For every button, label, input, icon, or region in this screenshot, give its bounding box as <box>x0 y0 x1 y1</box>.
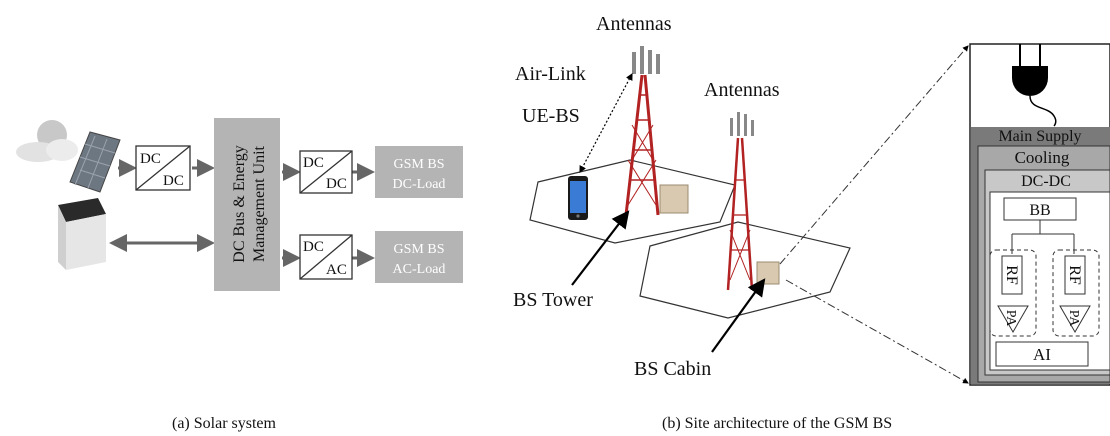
gsm-bs-ac-load: GSM BS AC-Load <box>375 231 463 283</box>
antennas-label-1: Antennas <box>596 13 672 35</box>
rf-pa-group-right <box>1052 249 1100 337</box>
converter-output-label: DC <box>163 173 184 189</box>
pa-right-label: PA <box>1066 310 1081 328</box>
dc-load-label-line1: GSM BS <box>394 157 445 172</box>
converter-ac-input-label: DC <box>303 239 324 255</box>
converter-ac-output-label: AC <box>326 262 347 278</box>
phone-icon <box>568 176 588 220</box>
ue-bs-label: UE-BS <box>522 105 580 127</box>
air-link-arrow <box>579 72 633 174</box>
cell-hexagon-1 <box>529 159 736 244</box>
antennas-label-2: Antennas <box>704 79 780 101</box>
rf-left-label: RF <box>1003 265 1020 285</box>
converter-input-label: DC <box>140 151 161 167</box>
dc-dc-label: DC-DC <box>1021 173 1071 190</box>
rf-pa-group-left <box>989 249 1037 337</box>
ai-label: AI <box>1033 345 1051 364</box>
zoom-line-top <box>779 45 969 265</box>
pa-amplifier-left <box>997 305 1029 334</box>
bs-cabin-label: BS Cabin <box>634 358 711 380</box>
dc-load-label-line2: DC-Load <box>393 177 446 192</box>
bus-label-line2: Management Unit <box>251 145 268 262</box>
rf-block-right <box>1064 255 1086 295</box>
cooling-label: Cooling <box>1015 148 1070 167</box>
solar-panel-icon <box>69 131 121 193</box>
bs-cabin-pointer-arrow <box>711 278 766 353</box>
ac-load-label-line1: GSM BS <box>394 242 445 257</box>
solar-system-panel: DC DC DC Bus & Energy Management Unit DC… <box>16 118 463 432</box>
caption-a: (a) Solar system <box>172 415 277 432</box>
bs-cabin-detail: Main Supply Cooling DC-DC BB RF PA RF PA… <box>969 43 1110 386</box>
cell-hexagon-2 <box>639 221 851 319</box>
bs-tower-label: BS Tower <box>513 289 593 311</box>
sun-cloud-icon <box>16 120 78 162</box>
power-plug-icon <box>1012 44 1057 127</box>
converter-dc-ac: DC AC <box>299 234 353 280</box>
ai-block <box>995 341 1089 367</box>
gsm-bs-dc-load: GSM BS DC-Load <box>375 146 463 198</box>
converter-dc-input-label: DC <box>303 155 324 171</box>
converter-dc-dc-solar: DC DC <box>135 145 191 191</box>
dc-bus-management-unit: DC Bus & Energy Management Unit <box>214 118 280 291</box>
caption-b: (b) Site architecture of the GSM BS <box>662 415 892 432</box>
rf-right-label: RF <box>1066 265 1083 285</box>
rf-block-left <box>1001 255 1023 295</box>
bs-tower-pointer-arrow <box>571 210 630 286</box>
main-supply-label: Main Supply <box>998 128 1081 145</box>
bs-tower-2-icon <box>726 112 780 291</box>
site-architecture-panel: Antennas Antennas Air-Link UE-BS BS Towe… <box>513 13 969 432</box>
converter-dc-output-label: DC <box>326 176 347 192</box>
bb-label: BB <box>1029 202 1050 219</box>
ac-load-label-line2: AC-Load <box>393 262 446 277</box>
pa-amplifier-right <box>1059 305 1091 334</box>
zoom-line-bottom <box>785 279 969 384</box>
battery-icon <box>58 198 106 270</box>
bus-label-line1: DC Bus & Energy <box>231 145 248 262</box>
pa-left-label: PA <box>1003 310 1018 328</box>
bs-tower-icon <box>624 46 689 216</box>
converter-dc-dc-load: DC DC <box>299 150 353 194</box>
air-link-label: Air-Link <box>515 63 586 85</box>
